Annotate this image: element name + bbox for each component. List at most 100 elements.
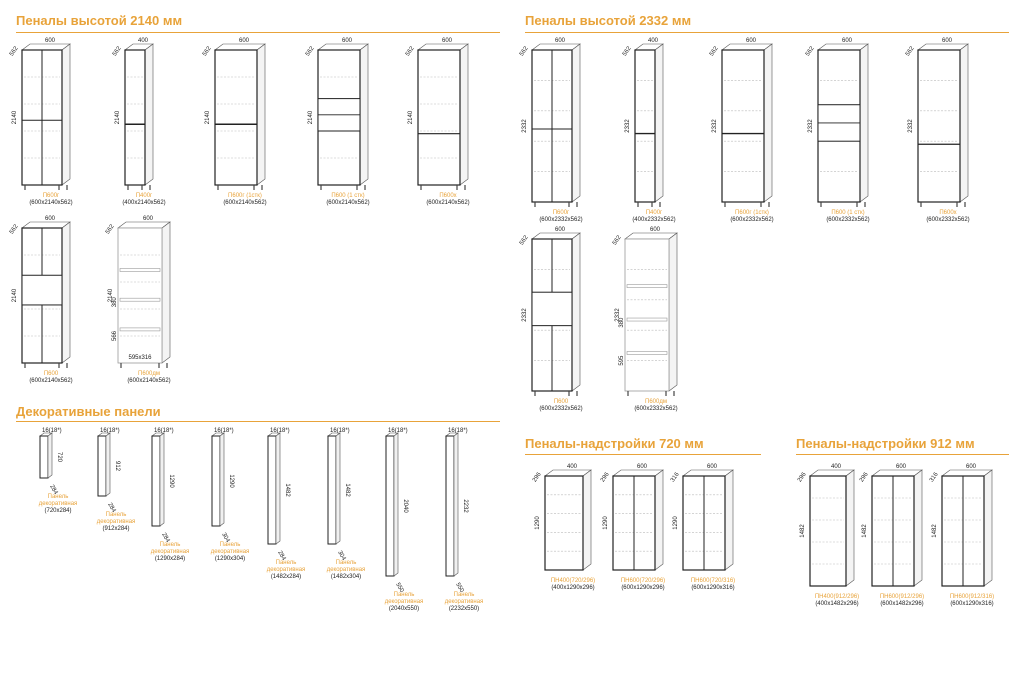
item-size: (600x2332x562) — [926, 217, 970, 223]
section-title-720: Пеналы-надстройки 720 мм — [525, 436, 704, 451]
item-name: П600г — [42, 193, 60, 199]
section-rule — [16, 32, 500, 33]
panel-name: Панель декоративная — [266, 560, 306, 573]
niche-label: 380 — [112, 297, 118, 308]
item-name: П600г — [552, 210, 570, 216]
height-label: 1290 — [535, 516, 541, 530]
thickness-label: 16(18*) — [330, 428, 350, 434]
depth-label: 562 — [9, 45, 20, 57]
height-label: 912 — [114, 461, 120, 472]
panel-size: (1290x304) — [214, 556, 246, 562]
panel-name: Панель декоративная — [444, 592, 484, 605]
panel-name: Панель декоративная — [326, 560, 366, 573]
niche-size-label: 595x316 — [128, 355, 152, 361]
height-label: 2140 — [115, 110, 121, 124]
item-name: ПН600(720/316) — [690, 578, 736, 584]
width-label: 600 — [650, 227, 661, 233]
width-label: 600 — [342, 38, 353, 44]
depth-label: 296 — [797, 471, 808, 483]
item-name: П600 — [553, 399, 569, 405]
item-size: (600x2140x562) — [326, 200, 370, 206]
section-rule — [796, 454, 1009, 455]
depth-label: 562 — [105, 223, 116, 235]
item-size: (400x2332x562) — [632, 217, 676, 223]
width-label: 400 — [831, 464, 842, 470]
depth-label: 562 — [305, 45, 316, 57]
section-title-2140: Пеналы высотой 2140 мм — [16, 13, 183, 28]
depth-label: 562 — [202, 45, 213, 57]
depth-label: 284 — [48, 484, 59, 496]
item-size: (600x2140x562) — [29, 200, 73, 206]
panel-size: (720x284) — [44, 508, 72, 514]
depth-label: 304 — [220, 532, 231, 544]
section-title-2332: Пеналы высотой 2332 мм — [525, 13, 692, 28]
height-label: 2140 — [12, 288, 18, 302]
height-label: 720 — [56, 452, 62, 463]
height-label: 2332 — [712, 119, 718, 133]
width-label: 400 — [648, 38, 659, 44]
height-label: 1482 — [284, 483, 290, 497]
item-size: (600x1290x316) — [950, 601, 994, 607]
height-label: 2332 — [522, 308, 528, 322]
depth-label: 562 — [905, 45, 916, 57]
item-size: (600x2332x562) — [826, 217, 870, 223]
height-label: 2140 — [308, 110, 314, 124]
width-label: 600 — [45, 216, 56, 222]
item-name: П600дм — [138, 371, 160, 377]
width-label: 600 — [555, 227, 566, 233]
cabinet-drawing: 600 562 2140 — [9, 216, 71, 368]
thickness-label: 16(18*) — [100, 428, 120, 434]
height-label: 2040 — [402, 499, 408, 513]
depth-label: 284 — [160, 532, 171, 544]
height-label: 2232 — [462, 499, 468, 513]
item-size: (600x2332x562) — [539, 217, 583, 223]
height-label: 2140 — [205, 110, 211, 124]
thickness-label: 16(18*) — [42, 428, 62, 434]
depth-label: 550 — [454, 582, 465, 594]
item-name: ПН600(912/296) — [879, 594, 925, 600]
panel-size: (912x284) — [102, 526, 130, 532]
depth-label: 562 — [9, 223, 20, 235]
item-name: П600г (1стк) — [735, 210, 769, 216]
width-label: 600 — [966, 464, 977, 470]
width-label: 600 — [746, 38, 757, 44]
depth-label: 316 — [670, 471, 681, 483]
item-name: П600 (1 стк) — [831, 210, 865, 216]
panel-name: Панель декоративная — [38, 494, 78, 507]
depth-label: 296 — [859, 471, 870, 483]
thickness-label: 16(18*) — [270, 428, 290, 434]
width-label: 400 — [138, 38, 149, 44]
